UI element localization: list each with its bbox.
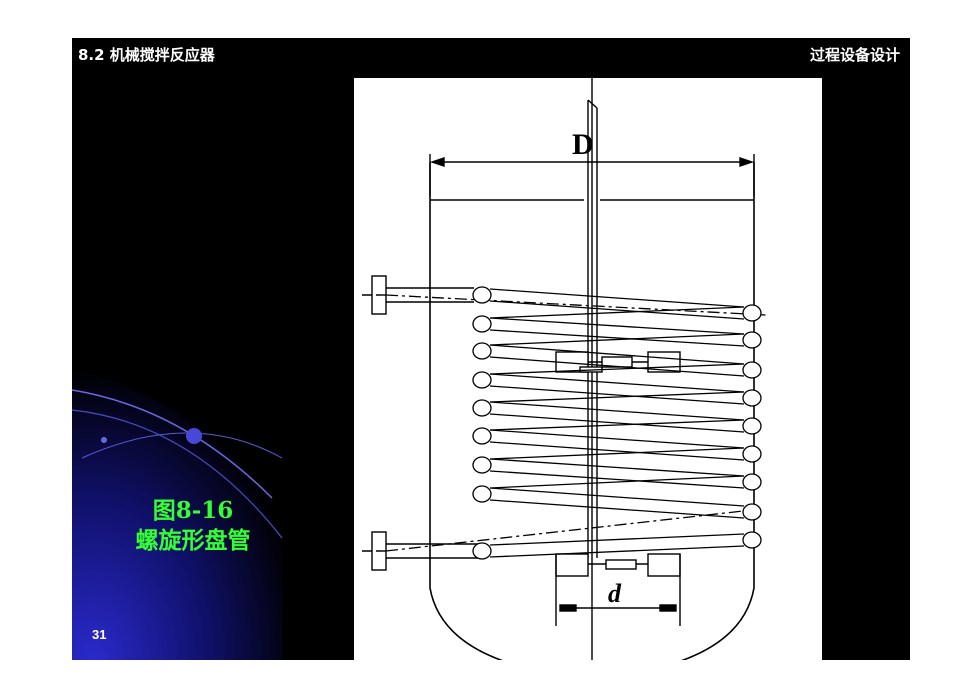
coil-inlet-pipe [362,275,474,315]
coil-section-right [742,304,762,322]
coil-tube-edge [489,458,745,477]
vessel-wall [429,162,755,660]
coil-tube-edge [489,533,745,546]
coil-tube-edge [489,317,745,335]
coil-tube-edge [489,391,745,403]
deco-dot [186,428,202,444]
impeller-diameter-label: d [608,579,621,608]
coil-section-left [472,485,492,503]
coil-section-right [742,531,762,549]
coil-tube-edge [489,419,745,431]
coil-section-right [742,417,762,435]
coil-tube-edge [489,363,745,375]
coil-section-left [472,456,492,474]
coil-section-left [472,399,492,417]
coil-tube-edge [489,300,745,320]
coil-section-left [472,286,492,304]
coil-section-right [742,445,762,463]
coil-tube-edge [489,413,745,433]
coil-section-left [472,342,492,360]
coil-tube-edge [489,429,745,449]
coil-section-left [472,427,492,445]
lower-impeller [555,553,681,626]
figure-title: 螺旋形盘管 [135,527,251,554]
coil-tube-edge [489,373,745,393]
figure-caption: 图8-16 螺旋形盘管 [108,496,278,556]
coil-tube-edge [489,475,745,489]
coil-tube-edge [489,306,745,319]
coil-tube-edge [489,401,745,421]
coil-centerline [385,509,753,552]
slide: 8.2 机械搅拌反应器 过程设备设计 图8-16 螺旋形盘管 31 [72,38,910,660]
coil-section-right [742,389,762,407]
coil-section-right [742,473,762,491]
coil-tube-edge [489,545,745,558]
coil-section-right [742,331,762,349]
coil-tube-edge [489,329,745,347]
page-number: 31 [92,627,107,642]
section-title: 8.2 机械搅拌反应器 [78,46,215,64]
helical-coil [385,286,767,560]
coil-section-left [472,371,492,389]
coil-tube-edge [489,441,745,461]
coil-section-left [472,542,492,560]
figure-number: 图8-16 [152,497,234,524]
drawing-panel: D d [354,78,822,660]
coil-tube-edge [489,333,745,346]
coil-section-right [742,361,762,379]
coil-tube-edge [489,356,745,377]
coil-tube-edge [489,344,745,365]
dimension-d [559,604,677,612]
coil-section-left [472,315,492,333]
coil-centerline [385,294,767,316]
slide-decoration [72,368,283,660]
coil-outlet-pipe [362,531,478,571]
coil-tube-edge [489,385,745,405]
coil-tube-edge [489,288,745,308]
coil-tube-edge [489,470,745,489]
coil-tube-edge [489,487,745,507]
coil-section-right [742,503,762,521]
blue-swoosh [72,368,282,660]
course-title: 过程设备设计 [809,46,900,64]
coil-vessel-drawing [362,78,767,660]
coil-tube-edge [489,447,745,460]
vessel-diameter-label: D [572,128,594,161]
